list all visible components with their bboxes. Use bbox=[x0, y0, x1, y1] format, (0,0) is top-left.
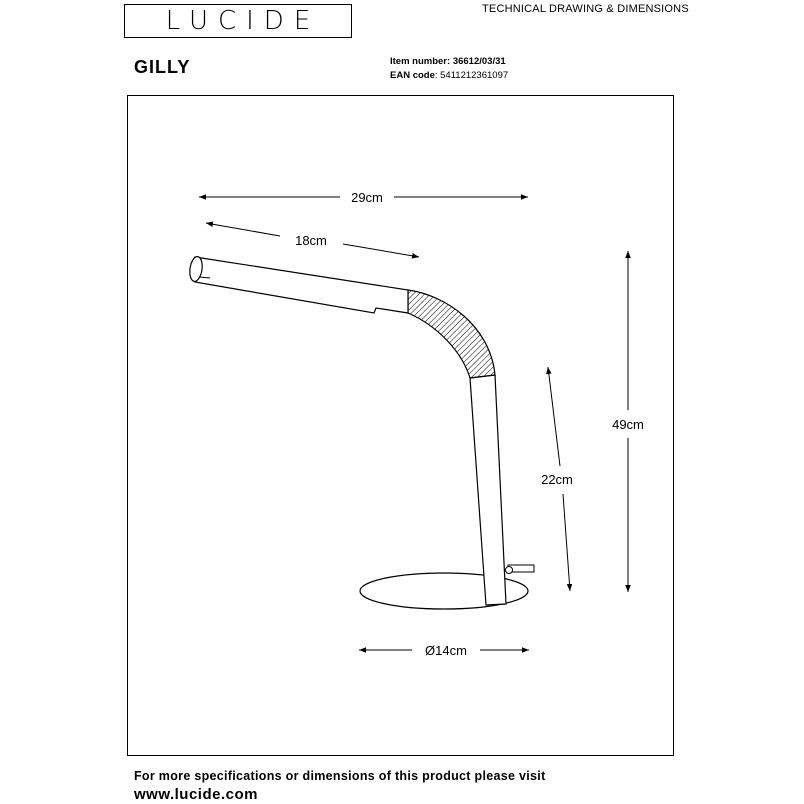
lamp-head-tip bbox=[189, 255, 203, 283]
ean-code-value: : 5411212361097 bbox=[434, 70, 509, 81]
stem-height-label: 22cm bbox=[541, 472, 573, 487]
drawing-frame bbox=[127, 95, 674, 756]
dimension-arm-length: 18cm bbox=[205, 221, 420, 259]
item-number: Item number: 36612/03/31 bbox=[390, 56, 506, 67]
ean-code: EAN code: 5411212361097 bbox=[390, 70, 508, 81]
item-number-value: 36612/03/31 bbox=[452, 56, 506, 67]
lamp-switch bbox=[505, 564, 535, 574]
document-heading: TECHNICAL DRAWING & DIMENSIONS bbox=[482, 3, 689, 15]
total-height-label: 49cm bbox=[612, 417, 644, 432]
arm-length-label: 18cm bbox=[295, 233, 327, 248]
brand-logo: LUCIDE bbox=[124, 4, 352, 38]
product-name: GILLY bbox=[134, 57, 191, 77]
lamp-arm bbox=[194, 256, 409, 314]
dimension-stem-height: 22cm bbox=[541, 366, 573, 592]
item-number-label: Item number: bbox=[390, 56, 451, 67]
footer-note: For more specifications or dimensions of… bbox=[134, 769, 546, 783]
dimension-total-width: 29cm bbox=[199, 190, 528, 205]
lamp-elbow-joint bbox=[407, 289, 496, 379]
base-diameter-label: Ø14cm bbox=[425, 643, 467, 658]
dimension-total-height: 49cm bbox=[612, 251, 644, 592]
lamp-stem bbox=[469, 374, 507, 606]
ean-code-label: EAN code bbox=[390, 70, 435, 81]
dimension-base-diameter: Ø14cm bbox=[359, 643, 529, 658]
footer-website-link[interactable]: www.lucide.com bbox=[134, 786, 258, 803]
total-width-label: 29cm bbox=[351, 190, 383, 205]
